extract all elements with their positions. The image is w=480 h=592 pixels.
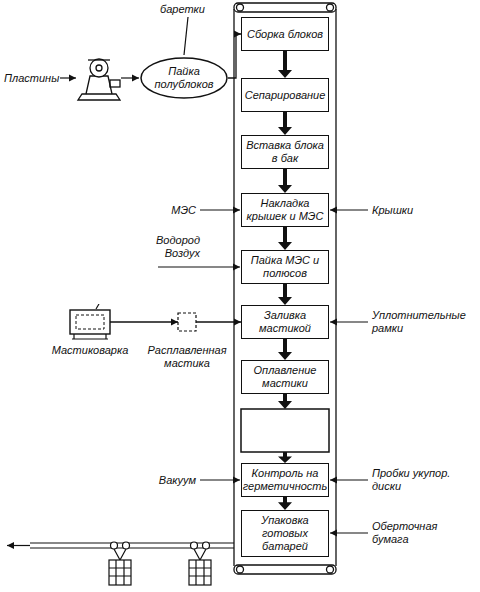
flow-arrow xyxy=(278,497,292,510)
roller-wheel xyxy=(327,566,334,573)
hanger xyxy=(114,549,126,560)
molten-mastic: Расплавленная мастика xyxy=(144,304,230,370)
machine-top xyxy=(88,59,110,60)
flow-line xyxy=(228,34,241,78)
flow-arrow xyxy=(278,112,292,135)
flow-arrow xyxy=(278,51,292,78)
material-label: МЭС xyxy=(146,204,196,217)
input-arrow xyxy=(330,209,368,210)
battery-crate xyxy=(109,560,131,585)
process-box: Оплавление мастики xyxy=(241,360,329,394)
input-arrow xyxy=(158,266,240,267)
oval-shape xyxy=(141,58,227,98)
conveyor-rail xyxy=(233,9,234,566)
machine-axle xyxy=(96,65,102,71)
conveyor-roller xyxy=(234,3,336,12)
machine-base xyxy=(78,94,120,100)
material-label: Пластины xyxy=(4,72,60,85)
flow-line xyxy=(110,321,178,322)
flow-line xyxy=(196,321,241,322)
trolley-wheel xyxy=(191,542,198,549)
boiler-body xyxy=(70,310,110,334)
mastic-square xyxy=(178,313,196,331)
trolley-wheel xyxy=(203,542,210,549)
flow-arrow xyxy=(278,452,292,463)
material-label: Пробки укупор. диски xyxy=(372,467,472,493)
flow-arrow xyxy=(278,169,292,193)
process-box: Пайка МЭС и полюсов xyxy=(241,250,329,284)
mastic-icon xyxy=(177,304,197,340)
material-label: Крышки xyxy=(372,204,472,217)
crate-grid xyxy=(189,560,211,585)
step-label: Сепарирование xyxy=(245,89,326,102)
oval-text: Пайка полублоков xyxy=(140,65,228,91)
boiler-inner xyxy=(76,315,104,329)
material-label: Воздух xyxy=(148,247,200,260)
process-box: Сепарирование xyxy=(241,78,329,112)
flow-arrow xyxy=(278,284,292,305)
boiler-legs xyxy=(72,334,108,339)
conveyor-frame xyxy=(234,3,336,574)
material-label: Уплотнительные рамки xyxy=(372,309,472,335)
empty-step-box xyxy=(241,409,329,452)
process-box: Контроль на герметичность xyxy=(241,463,329,497)
flow-arrow xyxy=(278,394,292,409)
trolley-wheel xyxy=(123,542,130,549)
battery-crate xyxy=(189,560,211,585)
boiler-feed xyxy=(96,304,99,309)
machine-roller xyxy=(90,59,108,77)
input-arrow xyxy=(330,321,368,322)
hanger xyxy=(194,549,206,560)
material-label: Водород xyxy=(148,234,200,247)
input-arrow xyxy=(330,479,368,480)
step-label: Заливка мастикой xyxy=(246,309,324,335)
input-arrow xyxy=(60,77,76,78)
output-arrow xyxy=(7,545,30,546)
process-box: Сборка блоков xyxy=(241,17,329,51)
process-box: Заливка мастикой xyxy=(241,305,329,339)
step-label: Упаковка готовых батарей xyxy=(246,514,324,553)
machine-part xyxy=(110,80,120,87)
conveyor-rail xyxy=(335,9,336,566)
leader-line xyxy=(184,17,188,55)
step-label: Контроль на герметичность xyxy=(243,467,328,493)
mastic-boiler: Мастиковарка xyxy=(50,304,130,357)
process-box: Вставка блока в бак xyxy=(241,135,329,169)
soldering-machine xyxy=(78,59,120,100)
input-arrows xyxy=(60,17,368,533)
step-label: Накладка крышек и МЭС xyxy=(246,197,324,223)
step-label: Мастиковарка xyxy=(52,344,129,357)
input-arrow xyxy=(200,209,240,210)
conveyor-roller xyxy=(234,565,336,574)
step-label: Пайка МЭС и полюсов xyxy=(246,254,324,280)
input-arrow xyxy=(121,77,139,78)
material-label: Оберточная бумага xyxy=(372,520,472,546)
input-arrow xyxy=(200,479,240,480)
process-oval: Пайка полублоков xyxy=(140,57,228,99)
roller-wheel xyxy=(327,4,334,11)
material-label: Вакуум xyxy=(136,474,196,487)
step-label: Вставка блока в бак xyxy=(246,139,324,165)
overhead-conveyor xyxy=(7,542,234,585)
trolley-wheel xyxy=(111,542,118,549)
roller-wheel xyxy=(237,4,244,11)
boiler-icon xyxy=(68,304,112,340)
step-label: Оплавление мастики xyxy=(246,364,324,390)
process-box: Упаковка готовых батарей xyxy=(241,510,329,557)
roller-wheel xyxy=(237,566,244,573)
machine-stand xyxy=(86,76,112,94)
input-arrow xyxy=(330,532,368,533)
material-label: баретки xyxy=(160,3,220,16)
step-label: Сборка блоков xyxy=(247,28,323,41)
crate-grid xyxy=(109,560,131,585)
step-label: Расплавленная мастика xyxy=(144,344,230,370)
flow-arrow xyxy=(278,227,292,250)
process-box: Накладка крышек и МЭС xyxy=(241,193,329,227)
flow-arrow xyxy=(278,339,292,360)
